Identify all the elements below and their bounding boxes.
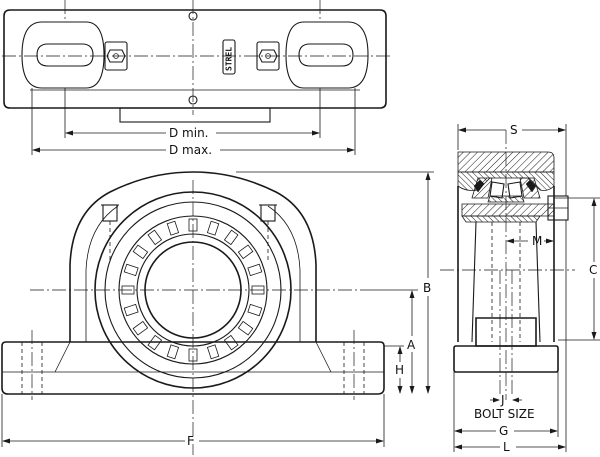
dim-j-label: J bbox=[500, 393, 505, 407]
front-view: B A H F bbox=[1, 171, 434, 455]
side-view: S M C J BOLT SIZE G L bbox=[440, 123, 600, 454]
roller bbox=[147, 229, 163, 246]
bolt-size-label: BOLT SIZE bbox=[474, 407, 535, 421]
roller bbox=[123, 263, 139, 277]
roller bbox=[206, 344, 220, 360]
dim-g-label: G bbox=[499, 424, 508, 438]
roller bbox=[132, 244, 149, 260]
dim-l-label: L bbox=[503, 440, 510, 454]
roller bbox=[132, 320, 149, 336]
roller bbox=[223, 334, 239, 351]
roller bbox=[166, 344, 180, 360]
dim-f-label: F bbox=[187, 434, 194, 448]
dim-d-min-label: D min. bbox=[169, 126, 209, 140]
roller bbox=[237, 320, 254, 336]
roller bbox=[237, 244, 254, 260]
roller bbox=[166, 220, 180, 236]
dim-h-label: H bbox=[395, 363, 404, 377]
roller bbox=[223, 229, 239, 246]
brand-stamp: STREL bbox=[225, 47, 234, 71]
dim-a-label: A bbox=[407, 338, 416, 352]
roller bbox=[206, 220, 220, 236]
dim-c-label: C bbox=[589, 263, 597, 277]
roller bbox=[247, 263, 263, 277]
roller bbox=[247, 303, 263, 317]
roller bbox=[147, 334, 163, 351]
dim-m-label: M bbox=[532, 234, 542, 248]
roller-elements bbox=[121, 218, 265, 362]
dim-b-label: B bbox=[423, 281, 431, 295]
dim-s-label: S bbox=[510, 123, 518, 137]
top-view: STREL D min. D max. bbox=[2, 0, 392, 157]
roller bbox=[123, 303, 139, 317]
dim-d-max-label: D max. bbox=[169, 143, 212, 157]
